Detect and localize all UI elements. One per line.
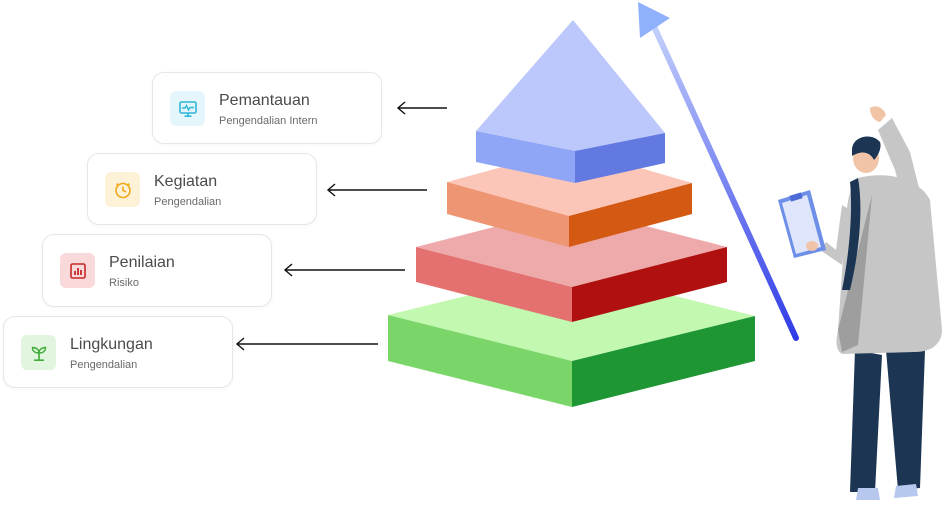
card-subtitle: Risiko bbox=[109, 277, 139, 289]
card-title: Lingkungan bbox=[70, 336, 153, 353]
connector-arrow-penilaian bbox=[283, 263, 405, 277]
pyramid-layer-top bbox=[476, 20, 665, 183]
card-kegiatan: Kegiatan Pengendalian bbox=[87, 153, 317, 225]
bar-chart-icon bbox=[69, 262, 86, 279]
card-title: Kegiatan bbox=[154, 173, 218, 190]
card-subtitle: Pengendalian bbox=[154, 196, 222, 208]
connector-arrow-lingkungan bbox=[235, 337, 378, 351]
sprout-icon bbox=[31, 346, 46, 361]
card-pemantauan: Pemantauan Pengendalian Intern bbox=[152, 72, 382, 144]
pyramid-layer-third bbox=[416, 207, 727, 322]
card-subtitle: Pengendalian Intern bbox=[219, 115, 318, 127]
card-lingkungan: Lingkungan Pengendalian bbox=[3, 316, 233, 388]
person-illustration bbox=[778, 106, 942, 500]
bar-chart-icon-box bbox=[60, 253, 95, 288]
clock-icon bbox=[114, 182, 131, 198]
growth-arrow bbox=[638, 2, 799, 341]
monitor-icon bbox=[178, 100, 197, 117]
connector-arrow-kegiatan bbox=[326, 183, 427, 197]
clipboard-icon bbox=[778, 190, 826, 258]
monitor-icon-box bbox=[170, 91, 205, 126]
connector-arrow-pemantauan bbox=[396, 101, 447, 115]
clock-icon-box bbox=[105, 172, 140, 207]
sprout-icon-box bbox=[21, 335, 56, 370]
card-title: Penilaian bbox=[109, 254, 175, 271]
card-title: Pemantauan bbox=[219, 92, 310, 109]
card-subtitle: Pengendalian bbox=[70, 359, 138, 371]
pyramid-layer-second bbox=[447, 148, 692, 247]
card-penilaian: Penilaian Risiko bbox=[42, 234, 272, 307]
